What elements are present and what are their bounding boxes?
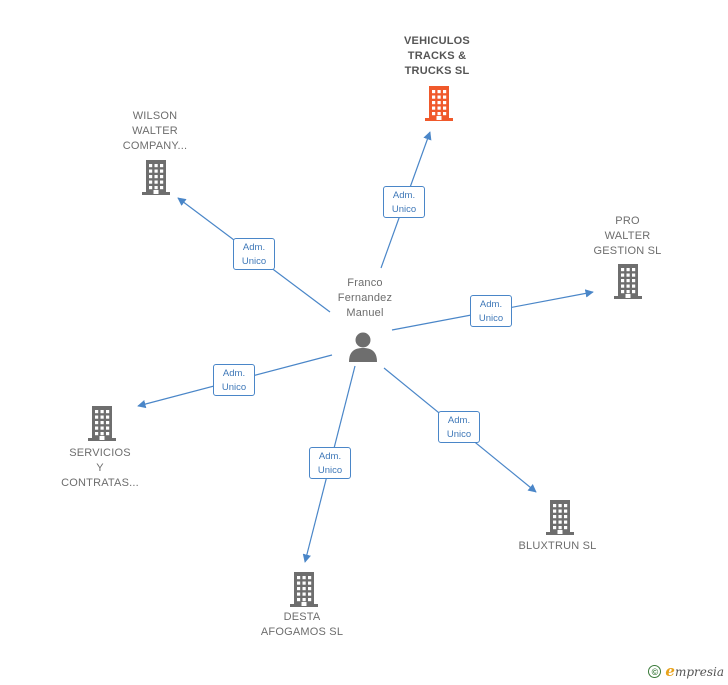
edge-label-desta[interactable]: Adm. Unico (309, 447, 351, 479)
building-icon (425, 86, 453, 121)
edge-label-servicios[interactable]: Adm. Unico (213, 364, 255, 396)
center-person[interactable] (346, 330, 380, 364)
node-label-wilson[interactable]: WILSON WALTER COMPANY... (122, 110, 188, 152)
node-desta[interactable] (286, 570, 322, 608)
node-label-desta[interactable]: DESTA AFOGAMOS SL (260, 611, 344, 638)
person-icon (349, 332, 377, 362)
node-label-vehiculos[interactable]: VEHICULOS TRACKS & TRUCKS SL (404, 35, 470, 77)
node-vehiculos[interactable] (421, 84, 457, 122)
center-person-label[interactable]: Franco Fernandez Manuel (337, 277, 393, 319)
node-wilson[interactable] (138, 158, 174, 196)
edge-label-vehiculos[interactable]: Adm. Unico (383, 186, 425, 218)
building-icon (614, 264, 642, 299)
node-bluxtrun[interactable] (542, 498, 578, 536)
node-pro[interactable] (610, 262, 646, 300)
building-icon (88, 406, 116, 441)
node-label-servicios[interactable]: SERVICIOS Y CONTRATAS... (61, 447, 139, 489)
building-icon (142, 160, 170, 195)
node-servicios[interactable] (84, 404, 120, 442)
footer: © empresia (648, 662, 724, 680)
building-icon (546, 500, 574, 535)
node-label-pro[interactable]: PRO WALTER GESTION SL (593, 215, 662, 257)
brand-logo[interactable]: empresia (665, 662, 724, 680)
copyright-icon: © (648, 664, 662, 678)
edge-label-wilson[interactable]: Adm. Unico (233, 238, 275, 270)
edge-label-pro[interactable]: Adm. Unico (470, 295, 512, 327)
edge-label-bluxtrun[interactable]: Adm. Unico (438, 411, 480, 443)
node-label-bluxtrun[interactable]: BLUXTRUN SL (518, 540, 597, 552)
building-icon (290, 572, 318, 607)
